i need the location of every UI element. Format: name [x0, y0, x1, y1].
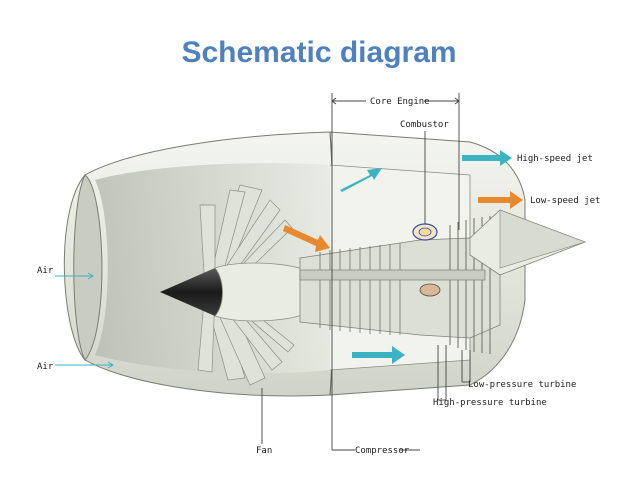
label-fan: Fan: [256, 446, 272, 456]
label-high-pressure-turbine: High-pressure turbine: [433, 398, 547, 408]
label-air-upper: Air: [37, 266, 54, 276]
label-core-engine: Core Engine: [370, 97, 430, 107]
label-air-lower: Air: [37, 362, 54, 372]
label-low-pressure-turbine: Low-pressure turbine: [468, 380, 576, 390]
label-low-speed-jet: Low-speed jet: [530, 196, 600, 206]
label-high-speed-jet: High-speed jet: [517, 154, 593, 164]
label-combustor: Combustor: [400, 120, 449, 130]
label-compressor: Compressor: [355, 446, 410, 456]
